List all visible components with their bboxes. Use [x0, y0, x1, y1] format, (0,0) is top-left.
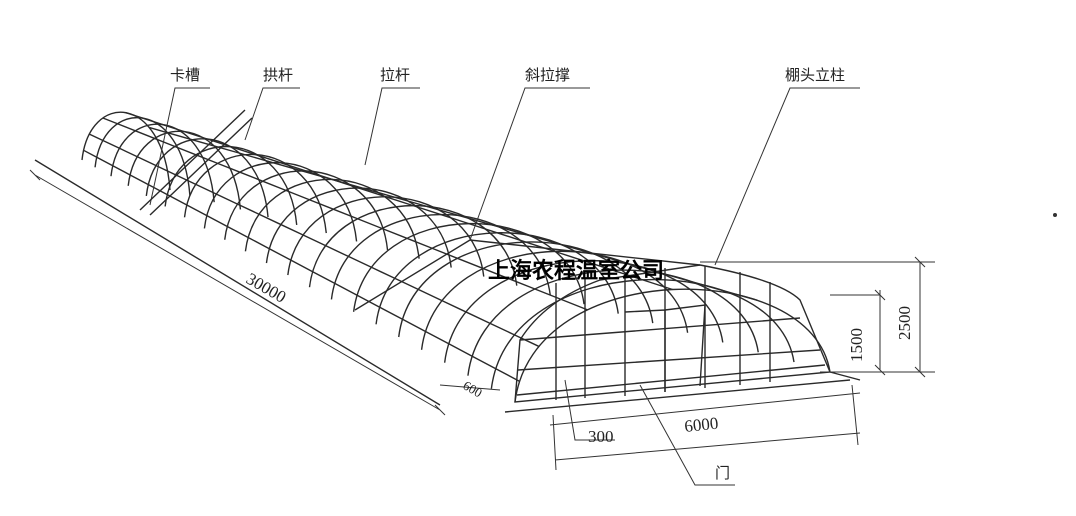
- tie-rod: [102, 117, 588, 311]
- tie-rod: [89, 133, 540, 348]
- leader-lines: [149, 87, 860, 486]
- dim-shoulder-height: 1500: [847, 328, 866, 362]
- dim-total-height: 2500: [895, 306, 914, 340]
- dimension-lines: [29, 169, 935, 471]
- tie-rod: [83, 149, 520, 382]
- door-frame: [624, 304, 706, 392]
- diagonal-brace-rear: [354, 239, 701, 311]
- dot-mark: [1053, 213, 1057, 217]
- dim-width: 6000: [683, 414, 719, 436]
- tie-rod: [125, 112, 673, 291]
- label-clip-groove: 卡槽: [170, 66, 200, 84]
- tie-rod: [148, 126, 758, 302]
- label-door: 门: [715, 464, 730, 482]
- company-watermark: 上海农程温室公司: [488, 258, 664, 284]
- label-tie-rod: 拉杆: [380, 66, 410, 84]
- diagonal-brace: [139, 109, 253, 216]
- label-diagonal-brace: 斜拉撑: [525, 66, 570, 84]
- arch-rod: [467, 269, 759, 376]
- ground-line: [34, 159, 861, 413]
- label-arch-rod: 拱杆: [263, 66, 293, 84]
- dim-door-offset: 300: [588, 427, 614, 446]
- dim-length: 30000: [243, 269, 289, 307]
- arch-rod: [514, 288, 831, 403]
- label-end-column: 棚头立柱: [785, 66, 845, 84]
- dim-margin: 600: [461, 378, 485, 401]
